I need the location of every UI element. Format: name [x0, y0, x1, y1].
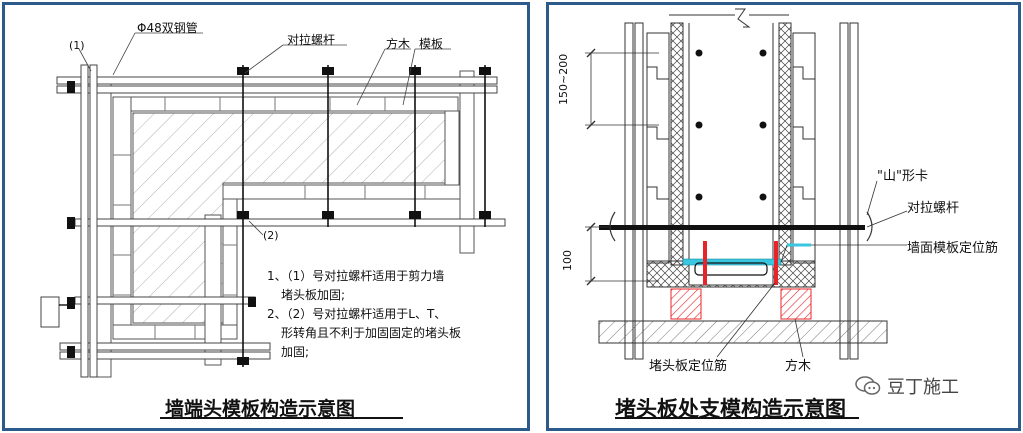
- right-diagram-title: 堵头板处支模构造示意图: [615, 397, 846, 421]
- note-line-2: 堵头板加固;: [281, 288, 346, 302]
- watermark-text: 豆丁施工: [887, 377, 959, 398]
- square-timber-label: 方木: [386, 37, 411, 51]
- height-dimension-label: 100: [561, 250, 574, 271]
- clip-label: "山"形卡: [877, 169, 928, 184]
- note-line-1: 1、（1）号对拉螺杆适用于剪力墙: [267, 269, 445, 283]
- spacing-dimension-label: 150~200: [557, 53, 570, 105]
- marker-2-label: (2): [263, 229, 279, 242]
- note-line-4: 形转角且不利于加固固定的堵头板: [281, 326, 462, 340]
- marker-1-label: (1): [69, 39, 85, 52]
- tie-rod-label-right: 对拉螺杆: [907, 201, 960, 216]
- watermark: 豆丁施工: [855, 373, 959, 399]
- positioning-bar-label: 墙面模板定位筋: [907, 241, 999, 256]
- tie-rod-label: 对拉螺杆: [287, 33, 336, 47]
- note-line-3: 2、（2）号对拉螺杆适用于L、T、: [267, 307, 447, 321]
- left-diagram-title: 墙端头模板构造示意图: [165, 398, 356, 420]
- formwork-label: 模板: [419, 37, 444, 51]
- chat-bubble-icon: [855, 376, 881, 395]
- note-line-5: 加固;: [281, 345, 310, 359]
- end-board-support-drawing: [585, 8, 908, 419]
- notes-block: 1、（1）号对拉螺杆适用于剪力墙 堵头板加固; 2、（2）号对拉螺杆适用于L、T…: [267, 267, 461, 362]
- square-timber-label-right: 方木: [785, 359, 812, 374]
- end-bar-label: 堵头板定位筋: [649, 359, 728, 374]
- right-diagram-panel: 150~200 100 "山"形卡 对拉螺杆 墙面模板定位筋 堵头板定位筋 方木…: [546, 2, 1021, 431]
- left-diagram-panel: (1) Φ48双钢管 对拉螺杆 方木 模板 (2) 1、（1）号对拉螺杆适用于剪…: [2, 2, 530, 431]
- wall-end-formwork-drawing: [40, 32, 506, 419]
- steel-pipe-label: Φ48双钢管: [137, 21, 198, 35]
